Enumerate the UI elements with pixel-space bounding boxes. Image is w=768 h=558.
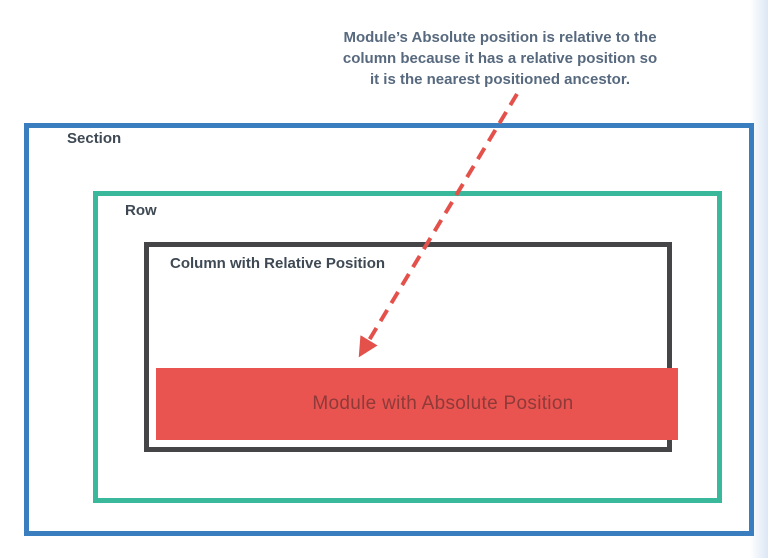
module-box: Module with Absolute Position [156, 368, 678, 440]
column-label: Column with Relative Position [170, 255, 386, 272]
annotation-line: column because it has a relative positio… [342, 50, 658, 67]
annotation-text: Module’s Absolute position is relative t… [338, 27, 662, 90]
section-label: Section [67, 130, 122, 147]
row-label: Row [125, 202, 157, 219]
section-box: Section Row Column with Relative Positio… [24, 123, 754, 536]
annotation-line: Module’s Absolute position is relative t… [343, 29, 657, 46]
row-box: Row Column with Relative Position Module… [93, 191, 722, 503]
column-box: Column with Relative Position Module wit… [144, 242, 678, 452]
annotation-line: it is the nearest positioned ancestor. [369, 71, 631, 88]
module-label: Module with Absolute Position [312, 393, 574, 414]
